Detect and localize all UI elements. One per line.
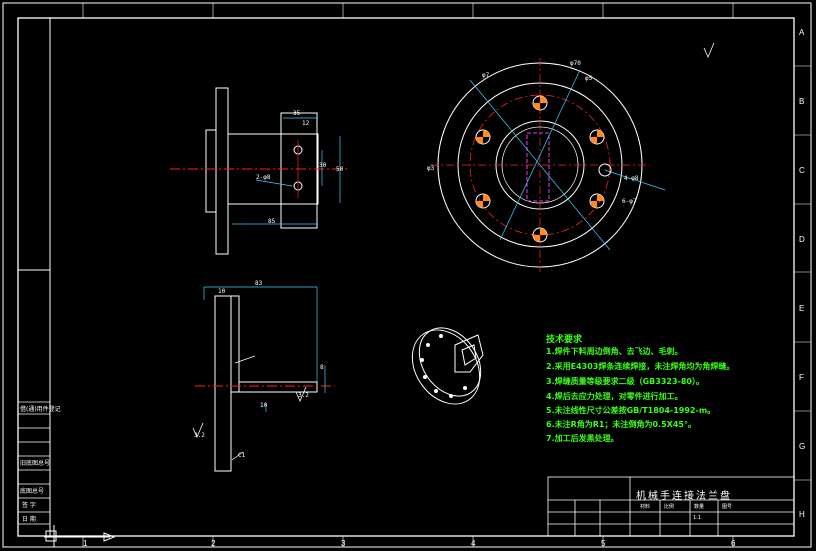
dim-10-bottom: 10	[260, 402, 268, 409]
row-label-g: G	[799, 442, 806, 451]
dim-6-phi7: 6-φ7	[622, 198, 637, 205]
side-table	[17, 401, 51, 537]
tech-item-5: 5.未注线性尺寸公差按GB/T1804-1992-m。	[546, 406, 716, 415]
tech-item-7: 7.加工后发黑处理。	[546, 434, 619, 443]
tech-item-1: 1.焊件下料周边倒角、去飞边、毛刺。	[546, 347, 683, 356]
row-label-h: H	[799, 510, 805, 519]
tb-cell-number: 图号	[722, 504, 733, 510]
side-table-row-3: 底图总号	[20, 488, 45, 495]
roughness-symbols	[192, 42, 715, 438]
col-label-6: 6	[731, 539, 736, 548]
col-label-5: 5	[601, 539, 606, 548]
dim-4-phi8: 4-φ8	[624, 175, 639, 182]
ucs-icon	[44, 525, 116, 547]
dim-phi7-top: φ7	[482, 72, 490, 79]
grid-ticks	[82, 3, 811, 547]
dim-83: 83	[255, 280, 263, 287]
tb-scale-value: 1:1	[693, 515, 702, 521]
roughness-front: 3.2	[298, 392, 309, 399]
title-block	[547, 476, 795, 537]
dim-12: 12	[302, 120, 310, 127]
dim-8: 8	[320, 364, 324, 371]
flange-circle-view	[430, 58, 666, 272]
side-table-row-2: 旧底图总号	[20, 460, 51, 467]
isometric-part	[411, 327, 484, 405]
dim-phi70: φ70	[570, 60, 581, 67]
tb-cell-qty: 数量	[694, 504, 705, 510]
tech-item-4: 4.焊后去应力处理，对零件进行加工。	[546, 392, 683, 401]
dim-phi5: φ5	[585, 75, 593, 82]
col-label-2: 2	[211, 539, 216, 548]
col-label-3: 3	[341, 539, 346, 548]
side-table-row-4: 签 字	[22, 502, 36, 509]
col-label-4: 4	[471, 539, 476, 548]
dim-10-top: 10	[218, 288, 226, 295]
col-label-1: 1	[83, 539, 88, 548]
roughness-left: 3.2	[194, 432, 205, 439]
inner-frame	[17, 17, 795, 537]
tech-item-2: 2.采用E4303焊条连续焊接，未注焊角均为角焊缝。	[546, 362, 735, 371]
row-label-c: C	[799, 166, 805, 175]
dim-35: 35	[293, 110, 301, 117]
top-view	[170, 87, 350, 255]
dim-30: 30	[319, 162, 327, 169]
tech-item-3: 3.焊缝质量等级要求二级（GB3323-80）。	[546, 377, 704, 386]
side-table-row-1: 借(通)用件登记	[20, 406, 61, 413]
row-label-b: B	[799, 97, 805, 106]
front-view	[195, 286, 335, 472]
row-label-f: F	[799, 373, 804, 382]
row-label-a: A	[799, 28, 805, 37]
row-label-e: E	[799, 304, 805, 313]
side-table-row-5: 日 期	[22, 516, 36, 523]
tech-item-6: 6.未注R角为R1；未注倒角为0.5X45°。	[546, 420, 696, 429]
dim-50: 50	[336, 166, 344, 173]
dim-2-phi8: 2-φ8	[256, 174, 271, 181]
dim-c1: C1	[238, 452, 246, 459]
tb-cell-scale: 比例	[664, 504, 675, 510]
drawing-title: 机械手连接法兰盘	[636, 491, 732, 502]
row-label-d: D	[799, 235, 805, 244]
tech-requirements-title: 技术要求	[546, 335, 583, 345]
tb-cell-material: 材料	[640, 504, 651, 510]
dim-phi3: φ3	[427, 165, 435, 172]
dim-85: 85	[268, 218, 276, 225]
